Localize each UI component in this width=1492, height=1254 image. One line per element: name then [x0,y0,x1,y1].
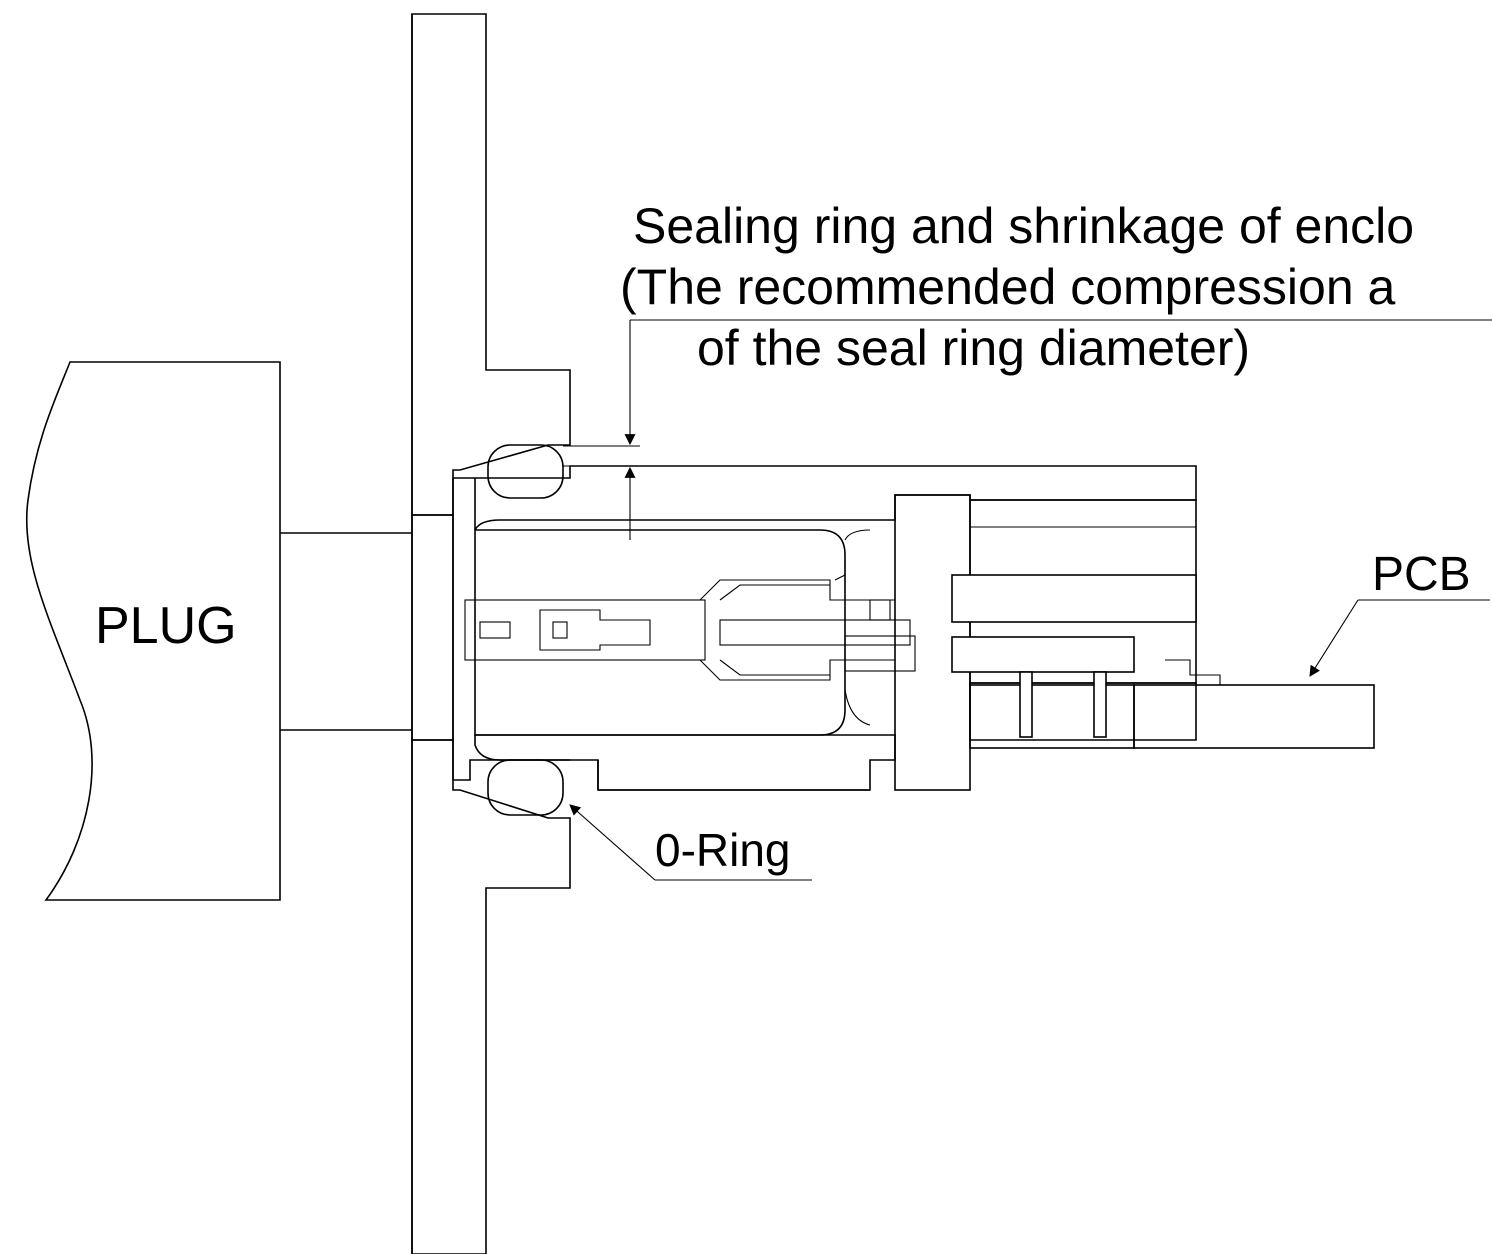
sealing-note-line-2: (The recommended compression a [620,259,1396,315]
pcb-leader [1309,599,1490,677]
sealing-note-line-1: Sealing ring and shrinkage of enclo [633,198,1414,254]
pcb-board [969,659,1375,749]
oring-leader [569,804,812,881]
connector-housing [452,465,1197,791]
oring-label: 0-Ring [655,824,791,876]
rear-block [894,494,1197,791]
contact-channel [464,529,916,736]
sealing-dimension-leader [563,319,1492,540]
sealing-note-line-3: of the seal ring diameter) [697,320,1250,376]
o-ring-seal [487,444,564,816]
pcb-label: PCB [1372,548,1471,601]
plug-label: PLUG [95,597,237,655]
plug-body [25,361,412,901]
enclosure-wall [411,13,571,1254]
